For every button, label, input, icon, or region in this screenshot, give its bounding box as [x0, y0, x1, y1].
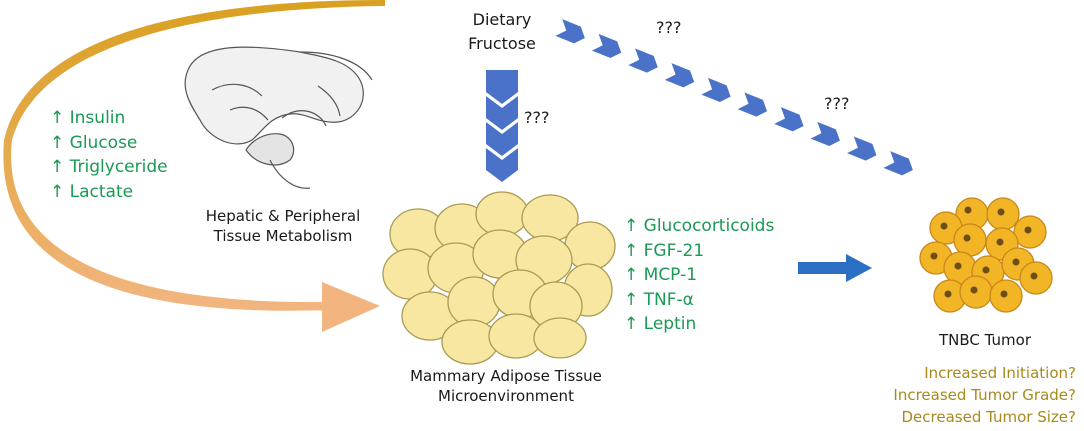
chevrons-down	[486, 70, 518, 182]
chevron-arrow	[664, 63, 695, 88]
chevron-arrow	[847, 136, 877, 161]
hepatic-label: Hepatic & Peripheral Tissue Metabolism	[188, 206, 378, 246]
hepatic-line-1: Hepatic & Peripheral	[205, 207, 361, 225]
adipocyte-cluster	[382, 191, 616, 365]
marker-glucose: ↑ Glucose	[50, 132, 138, 153]
q-diag-mid: ???	[824, 94, 850, 113]
marker-insulin: ↑ Insulin	[50, 108, 126, 128]
chevron-arrow	[810, 121, 840, 147]
chevron-arrow	[883, 151, 913, 176]
q-diag-top: ???	[656, 18, 682, 37]
mammary-label: Mammary Adipose Tissue Microenvironment	[396, 366, 616, 406]
outcome-initiation: Increased Initiation?	[924, 364, 1076, 382]
adipose-markers: ↑ Glucocorticoids ↑ FGF-21 ↑ MCP-1 ↑ TNF…	[624, 214, 774, 337]
marker-mcp1: ↑ MCP-1	[624, 265, 698, 285]
hepatic-line-2: Tissue Metabolism	[213, 227, 353, 245]
fructose-line: Fructose	[468, 34, 536, 53]
chevron-arrow	[555, 19, 585, 44]
mammary-line-1: Mammary Adipose Tissue	[410, 367, 602, 385]
tumor-outcomes: Increased Initiation? Increased Tumor Gr…	[880, 362, 1076, 428]
tnbc-label: TNBC Tumor	[939, 331, 1031, 349]
outcome-size: Decreased Tumor Size?	[901, 408, 1077, 426]
outcome-grade: Increased Tumor Grade?	[893, 386, 1076, 404]
liver-illustration	[184, 46, 373, 189]
chevrons-diagonal	[555, 19, 913, 176]
systemic-markers: ↑ Insulin ↑ Glucose ↑ Triglyceride ↑ Lac…	[50, 106, 168, 204]
marker-glucocorticoids: ↑ Glucocorticoids	[624, 216, 775, 236]
chevron-arrow	[591, 33, 622, 59]
right-arrow	[798, 254, 872, 282]
chevron-arrow	[701, 77, 731, 103]
curved-arrow-head	[322, 282, 380, 332]
chevron-arrow	[737, 92, 768, 117]
marker-lactate: ↑ Lactate	[50, 181, 134, 202]
marker-tnf-alpha: ↑ TNF-α	[624, 289, 694, 310]
chevron-arrow	[774, 107, 804, 132]
q-down: ???	[524, 108, 550, 127]
mammary-line-2: Microenvironment	[438, 387, 574, 405]
chevron-arrow	[628, 48, 658, 73]
dietary-fructose-label: Dietary Fructose	[442, 8, 562, 56]
marker-leptin: ↑ Leptin	[624, 314, 697, 334]
dietary-line: Dietary	[472, 10, 532, 29]
marker-fgf21: ↑ FGF-21	[624, 240, 705, 261]
tumor-cell-cluster	[919, 197, 1053, 313]
marker-triglyceride: ↑ Triglyceride	[50, 157, 168, 177]
